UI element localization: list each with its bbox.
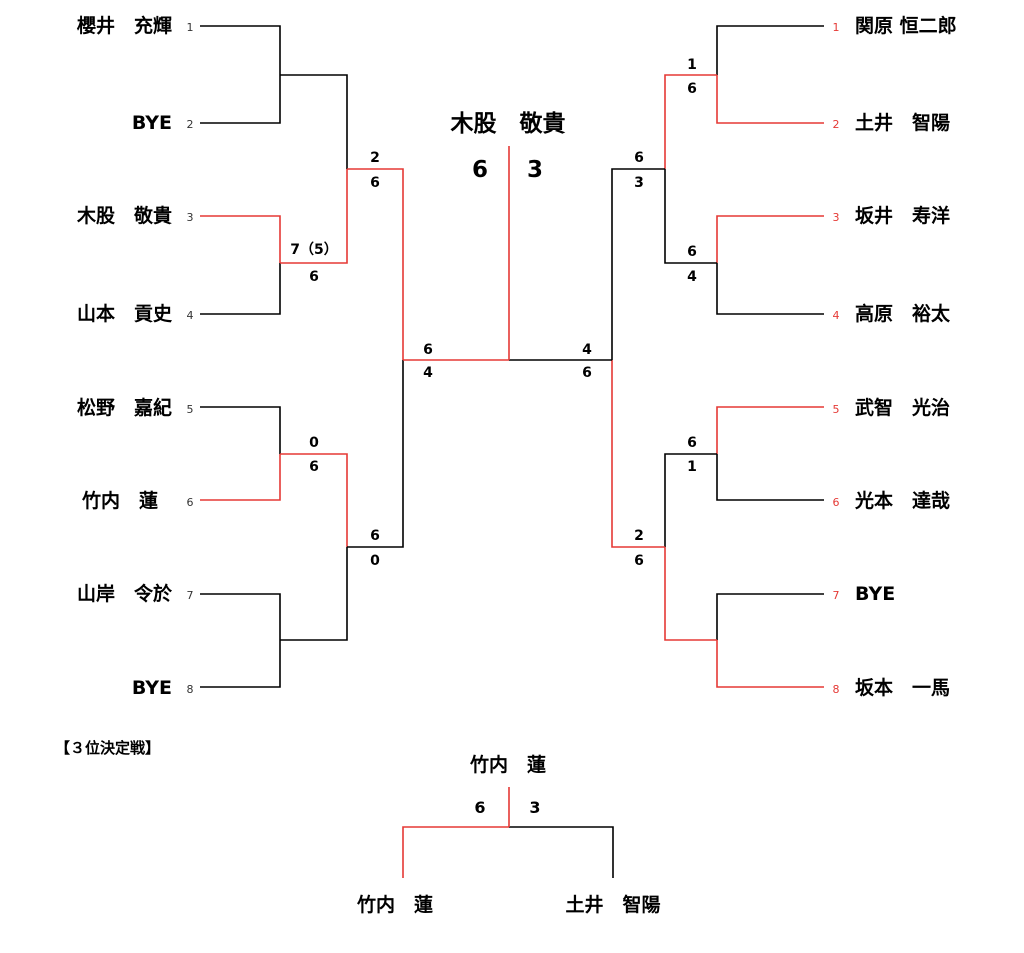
bracket-line-16 [716,215,824,263]
bracket-line-1 [200,75,281,124]
third-place-title: 【３位決定戦】 [55,739,160,757]
right-player-1-name: 関原 恒二郎 [855,14,957,37]
score-R-r1-m3-bottom: 1 [687,459,697,475]
bracket-line-24 [664,453,717,547]
bracket-line-18 [716,406,824,454]
left-player-6-name: 竹内 蓮 [81,489,158,512]
left-player-2-seed: 2 [187,118,194,131]
right-player-1-seed: 1 [833,21,840,34]
score-R-r1-m3-top: 6 [687,435,697,451]
bracket-line-21 [716,640,824,688]
score-L-r1-m3-bottom: 6 [309,459,319,475]
score-R-semi-top: 4 [582,342,592,358]
bracket-line-9 [280,169,348,264]
bracket-line-5 [200,454,281,501]
score-R-r1-m2-top: 6 [687,244,697,260]
bracket-line-14 [716,25,824,75]
score-R-r2-m1-top: 6 [634,150,644,166]
right-player-6-name: 光本 達哉 [854,489,950,512]
bracket-line-7 [200,640,281,688]
bracket-line-0 [200,25,281,75]
bracket-line-6 [200,593,281,640]
third-place-player-left: 竹内 蓮 [356,893,433,916]
left-player-3-seed: 3 [187,211,194,224]
right-player-7-name: BYE [855,583,895,605]
left-player-7-name: 山岸 令於 [77,582,173,605]
score-L-r2-m2-top: 6 [370,528,380,544]
bracket-line-25 [664,547,717,641]
score-L-r2-m2-bottom: 0 [370,553,380,569]
right-player-5-name: 武智 光治 [855,396,950,419]
score-L-r2-m1-top: 2 [370,150,380,166]
bracket-line-15 [716,75,824,124]
score-R-semi-bottom: 6 [582,365,592,381]
left-player-1-seed: 1 [187,21,194,34]
score-L-semi-bottom: 4 [423,365,433,381]
score-L-r1-m2-top: 7（5） [290,242,337,258]
right-player-4-name: 高原 裕太 [855,302,951,325]
left-player-7-seed: 7 [187,589,194,602]
score-R-r2-m2-bottom: 6 [634,553,644,569]
right-player-3-seed: 3 [833,211,840,224]
third-place-winner: 竹内 蓮 [469,753,546,776]
right-player-4-seed: 4 [833,309,840,322]
right-player-7-seed: 7 [833,589,840,602]
bracket-line-2 [200,215,281,263]
final-score-left: 6 [472,157,488,183]
bracket-line-26 [611,168,665,360]
left-player-6-seed: 6 [187,496,194,509]
bracket-line-10 [280,453,348,547]
third-place-player-right: 土井 智陽 [565,893,660,916]
bracket-line-22 [664,74,717,169]
right-player-6-seed: 6 [833,496,840,509]
bracket-labels: 櫻井 充輝 1 BYE 2 木股 敬貴 3 山本 貢史 4 松野 嘉紀 5 竹内… [55,14,957,916]
score-R-r1-m1-top: 1 [687,57,697,73]
right-player-8-name: 坂本 一馬 [855,676,950,699]
score-R-r1-m2-bottom: 4 [687,269,697,285]
right-player-3-name: 坂井 寿洋 [855,204,950,227]
left-player-2-name: BYE [132,112,172,134]
bracket-line-32 [509,826,614,878]
right-player-5-seed: 5 [833,403,840,416]
bracket-line-11 [280,547,348,641]
final-score-right: 3 [527,157,543,183]
left-player-4-seed: 4 [187,309,194,322]
left-player-5-name: 松野 嘉紀 [77,396,172,419]
right-player-2-seed: 2 [833,118,840,131]
bracket-line-27 [611,360,665,548]
score-L-r1-m3-top: 0 [309,435,319,451]
bracket-line-17 [716,263,824,315]
score-L-r2-m1-bottom: 6 [370,175,380,191]
champion-name: 木股 敬貴 [450,111,566,137]
left-player-5-seed: 5 [187,403,194,416]
left-player-8-name: BYE [132,677,172,699]
score-R-r2-m1-bottom: 3 [634,175,644,191]
left-player-3-name: 木股 敬貴 [76,204,172,227]
bracket-lines [200,25,824,878]
third-place-score-left: 6 [474,798,485,817]
bracket-line-13 [347,360,404,548]
score-R-r2-m2-top: 2 [634,528,644,544]
bracket-line-23 [664,169,717,264]
bracket-line-19 [716,454,824,501]
left-player-8-seed: 8 [187,683,194,696]
bracket-line-8 [280,74,348,169]
score-L-r1-m2-bottom: 6 [309,269,319,285]
right-player-8-seed: 8 [833,683,840,696]
third-place-score-right: 3 [529,798,540,817]
score-R-r1-m1-bottom: 6 [687,81,697,97]
bracket-line-3 [200,263,281,315]
bracket-line-20 [716,593,824,640]
bracket-line-12 [347,168,404,360]
score-L-semi-top: 6 [423,342,433,358]
right-player-2-name: 土井 智陽 [855,111,950,134]
left-player-4-name: 山本 貢史 [77,302,173,325]
left-player-1-name: 櫻井 充輝 [76,14,172,37]
bracket-line-4 [200,406,281,454]
bracket-line-31 [402,826,509,878]
